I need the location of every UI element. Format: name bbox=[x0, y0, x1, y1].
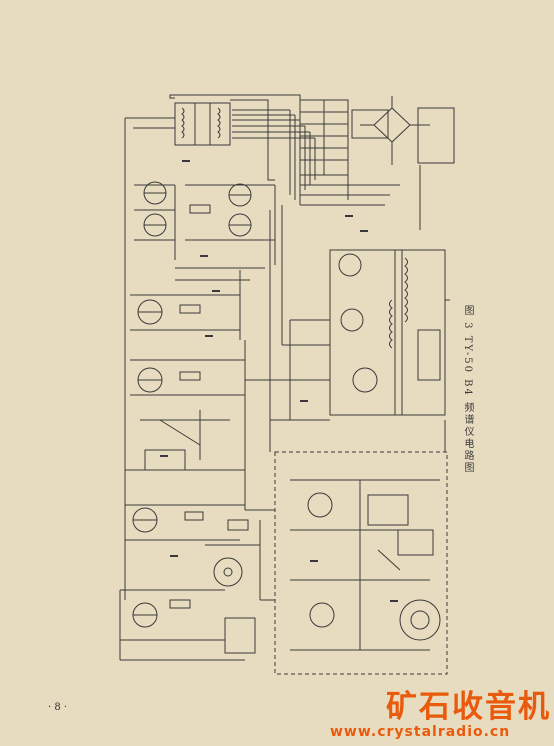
oscilloscope-module bbox=[274, 451, 448, 675]
tube-stage-v1 bbox=[134, 181, 176, 260]
watermark-title: 矿石收音机 bbox=[386, 689, 551, 725]
interconnect-wiring bbox=[245, 205, 446, 601]
tube-socket bbox=[205, 519, 261, 654]
tube-stage-v6 bbox=[119, 589, 245, 661]
tube-stage-v3 bbox=[130, 267, 265, 340]
function-switch-block bbox=[299, 99, 400, 206]
tube-stage-v5 bbox=[125, 504, 245, 541]
tube-stage-v4 bbox=[130, 340, 330, 420]
figure-caption: 图 3 TY-50 B4 频谱仪电路图 bbox=[462, 305, 473, 475]
top-wiring-harness bbox=[124, 94, 316, 600]
watermark-url: www.crystalradio.cn bbox=[330, 724, 511, 740]
component-label-markers bbox=[160, 160, 398, 602]
power-transformer bbox=[174, 102, 231, 146]
power-supply-section bbox=[265, 249, 450, 421]
bridge-rectifier bbox=[360, 96, 455, 230]
page-number: · 8 · bbox=[48, 702, 68, 713]
range-switch bbox=[125, 410, 246, 510]
tube-stage-v2 bbox=[185, 183, 276, 265]
